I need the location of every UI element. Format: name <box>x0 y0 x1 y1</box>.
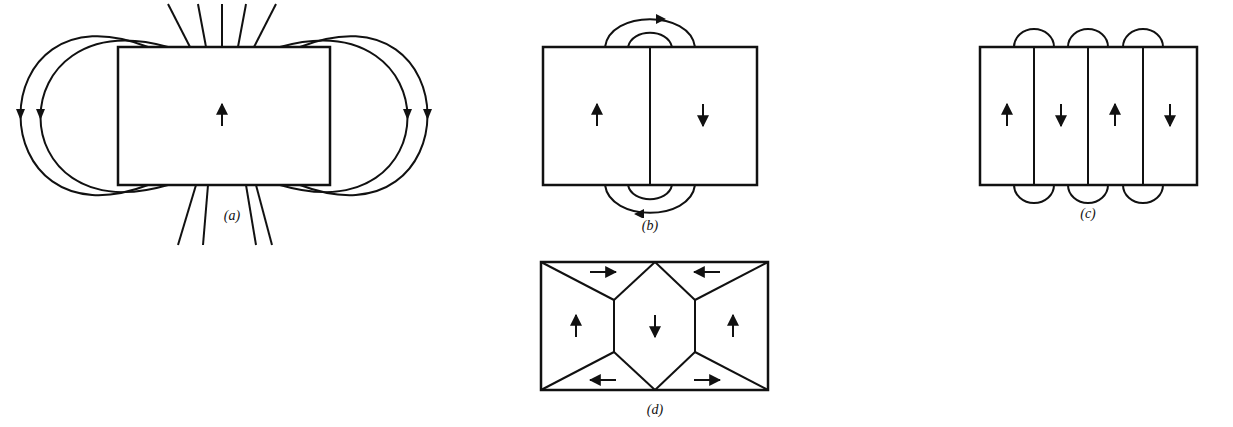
two-domains <box>543 19 757 213</box>
closure-domains <box>541 262 768 390</box>
figure-label: (a) <box>222 208 242 224</box>
single-domain <box>21 4 428 245</box>
figure-label: (c) <box>1078 206 1098 222</box>
figure-label: (b) <box>640 218 660 234</box>
figure-label: (d) <box>645 402 665 418</box>
four-domains <box>980 29 1197 203</box>
